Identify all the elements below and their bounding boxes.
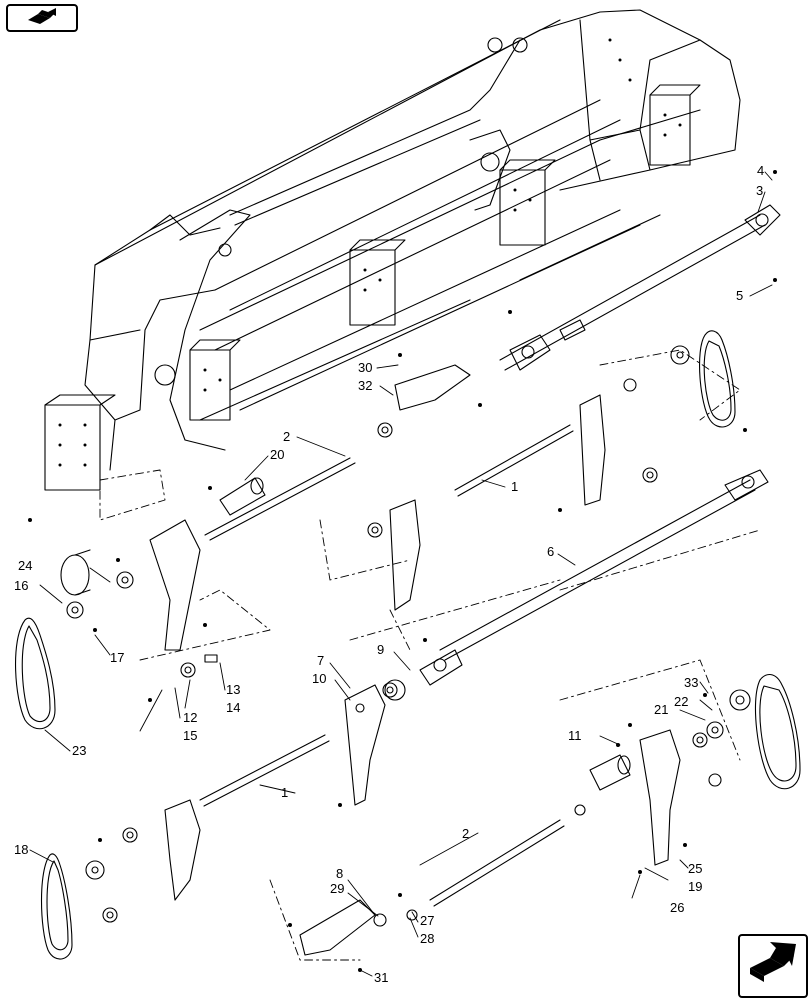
callout-30: 30 xyxy=(358,360,372,375)
callout-6: 6 xyxy=(547,544,554,559)
drive-shaft-lower xyxy=(419,469,769,686)
shield-plate-29 xyxy=(299,899,376,956)
callout-25: 25 xyxy=(688,861,702,876)
callout-16: 16 xyxy=(14,578,28,593)
bracket-plate-right-upper xyxy=(579,394,606,506)
callout-2-upper: 2 xyxy=(283,429,290,444)
callout-17: 17 xyxy=(110,650,124,665)
bracket-plate-mid-upper xyxy=(389,499,421,611)
callout-27: 27 xyxy=(420,913,434,928)
callout-29: 29 xyxy=(330,881,344,896)
previous-page-button[interactable] xyxy=(6,4,78,32)
rod-1-upper xyxy=(454,424,574,497)
callout-10: 10 xyxy=(312,671,326,686)
callout-28: 28 xyxy=(420,931,434,946)
callout-9: 9 xyxy=(377,642,384,657)
callout-13: 13 xyxy=(226,682,240,697)
callout-24: 24 xyxy=(18,558,32,573)
rod-2-upper xyxy=(204,457,356,541)
small-hardware xyxy=(60,345,751,927)
belt-23 xyxy=(14,617,56,730)
rod-1-lower xyxy=(199,734,330,807)
callout-19: 19 xyxy=(688,879,702,894)
callout-2-lower: 2 xyxy=(462,826,469,841)
book-arrow-icon xyxy=(28,8,56,24)
callout-5: 5 xyxy=(736,288,743,303)
callout-1-lower: 1 xyxy=(281,785,288,800)
next-page-button[interactable] xyxy=(738,934,808,998)
callout-22: 22 xyxy=(674,694,688,709)
callout-31: 31 xyxy=(374,970,388,985)
callout-33: 33 xyxy=(684,675,698,690)
callout-26: 26 xyxy=(670,900,684,915)
belt-upper-right xyxy=(699,330,736,428)
belt-18 xyxy=(41,853,73,960)
main-frame-assembly xyxy=(44,9,741,491)
bracket-plate-left-lower xyxy=(164,799,201,901)
callout-3: 3 xyxy=(756,183,763,198)
callout-1-upper: 1 xyxy=(511,479,518,494)
assembly-outlines xyxy=(99,349,761,961)
bolts xyxy=(28,170,777,972)
bracket-plate-19 xyxy=(639,729,681,866)
callout-11: 11 xyxy=(568,728,582,743)
callout-4: 4 xyxy=(757,163,764,178)
callout-15: 15 xyxy=(183,728,197,743)
bracket-plate-left xyxy=(149,519,201,651)
callout-14: 14 xyxy=(226,700,240,715)
callout-21: 21 xyxy=(654,702,668,717)
callout-12: 12 xyxy=(183,710,197,725)
shield-plate-30 xyxy=(394,364,471,411)
callout-18: 18 xyxy=(14,842,28,857)
callout-8: 8 xyxy=(336,866,343,881)
callout-32: 32 xyxy=(358,378,372,393)
rod-2-lower xyxy=(429,819,565,907)
return-arrow-icon xyxy=(750,942,796,982)
callout-7: 7 xyxy=(317,653,324,668)
callout-20: 20 xyxy=(270,447,284,462)
callout-23: 23 xyxy=(72,743,86,758)
belt-lower-right xyxy=(755,674,801,790)
drive-shaft-upper xyxy=(499,204,781,371)
bracket-plate-7 xyxy=(344,684,386,806)
leader-lines xyxy=(29,171,773,977)
